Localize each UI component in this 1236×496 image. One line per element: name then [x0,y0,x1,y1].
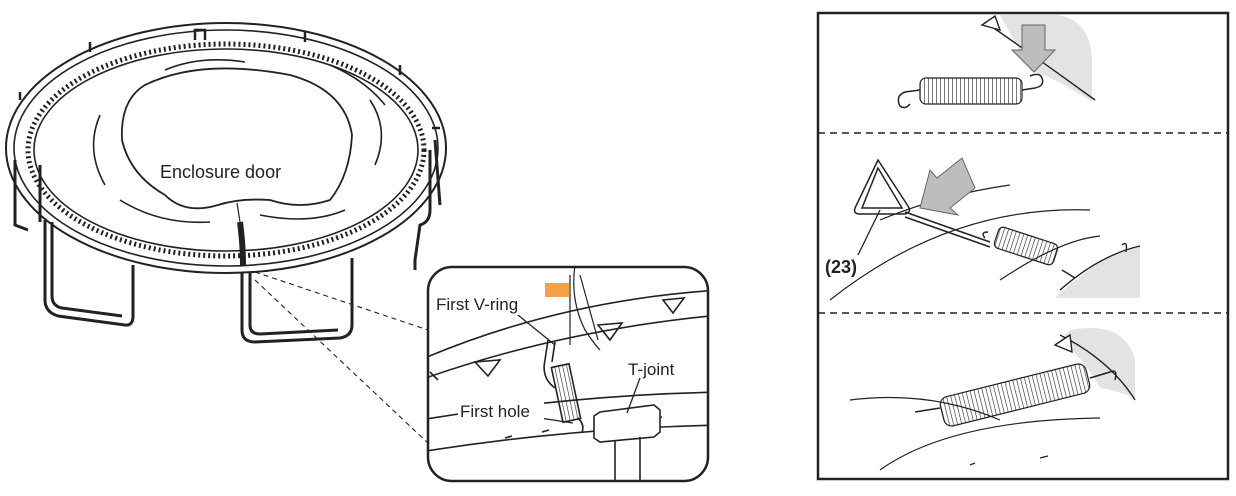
spring [897,73,1044,109]
label-first-hole: First hole [460,402,530,421]
enclosure-door-zipper [237,221,246,266]
mat-edge [1055,245,1140,298]
down-arrow-icon [1010,24,1057,73]
spring-puller-tool [853,158,991,248]
label-t-joint: T-joint [628,360,675,379]
tool-leader-line [857,209,881,256]
step-1-panel [897,15,1096,109]
spring-ring [25,41,427,259]
mat-center-shape [120,67,353,210]
callout-line-bottom [254,279,431,446]
installed-spring [914,363,1117,427]
installation-steps: (23) [816,11,1230,481]
label-first-v-ring: First V-ring [436,295,518,314]
frame-brackets [18,28,440,130]
pull-arrow-icon [919,157,976,216]
callout-line-top [254,271,429,331]
label-enclosure-door: Enclosure door [160,162,281,182]
v-rings [429,297,686,381]
step-2-panel [829,157,1141,301]
frame-outer-rim [5,22,447,274]
first-spring [543,339,584,433]
v-ring [1053,333,1073,354]
detail-callout: First V-ring T-joint First hole [426,265,710,483]
spring [993,226,1076,279]
frame-inner-rim [13,29,439,267]
t-joint [593,404,661,481]
trampoline-overview [5,22,447,446]
v-ring [980,15,1002,32]
tool-number-label: (23) [825,257,857,277]
orange-tape-marker [545,283,569,297]
jumping-mat [33,48,419,252]
step-3-panel [849,328,1136,471]
